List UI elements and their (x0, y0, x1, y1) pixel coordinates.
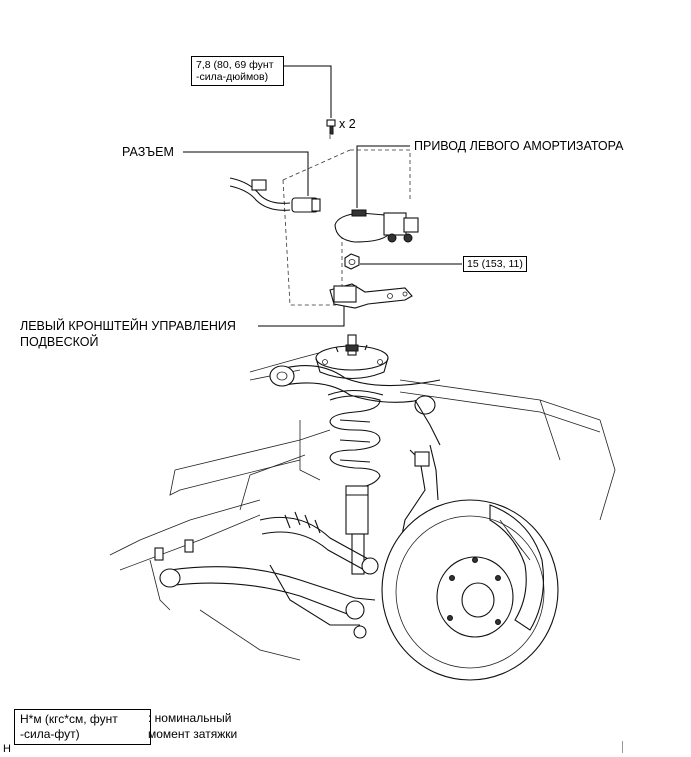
nut-part (344, 253, 360, 270)
legend-torque-unit-box: Н*м (кгс*см, фунт -сила-фут) (14, 709, 151, 745)
corner-tick (622, 741, 623, 753)
leader-lines (183, 65, 462, 327)
legend-box-line2: -сила-фут) (20, 727, 80, 741)
bracket-label-line2: ПОДВЕСКОЙ (20, 335, 99, 349)
steering-tie-rod (259, 511, 379, 575)
actuator-part (334, 209, 419, 243)
bracket-label-line1: ЛЕВЫЙ КРОНШТЕЙН УПРАВЛЕНИЯ (20, 319, 236, 333)
torque-spec-bolt-line1: 7,8 (80, 69 фунт (196, 59, 274, 71)
torque-spec-bolt: 7,8 (80, 69 фунт -сила-дюймов) (191, 56, 284, 86)
quantity-label: x 2 (339, 117, 356, 131)
lower-control-arm (154, 539, 376, 639)
torque-spec-nut-text: 15 (153, 11) (467, 258, 523, 270)
legend-desc-line2: момент затяжки (148, 727, 238, 741)
coil-spring (327, 389, 384, 489)
actuator-label: ПРИВОД ЛЕВОГО АМОРТИЗАТОРА (414, 139, 624, 153)
brake-disc (381, 499, 559, 681)
legend-desc-line1: : номинальный (148, 711, 232, 725)
legend-box-line1: Н*м (кгс*см, фунт (20, 712, 118, 726)
torque-spec-bolt-line2: -сила-дюймов) (196, 71, 269, 83)
assembly-dashed-outline (282, 135, 411, 306)
bolt-part (326, 119, 336, 135)
connector-label: РАЗЪЕМ (122, 145, 174, 159)
steering-knuckle (399, 444, 439, 546)
strut-top-mount (315, 334, 389, 379)
corner-mark: H (3, 743, 11, 755)
bracket-part (329, 283, 413, 309)
vehicle-frame-lines (109, 349, 616, 661)
torque-spec-nut: 15 (153, 11) (463, 256, 527, 272)
upper-control-arm (269, 365, 441, 446)
shock-absorber (345, 485, 369, 575)
connector-part (229, 177, 321, 213)
